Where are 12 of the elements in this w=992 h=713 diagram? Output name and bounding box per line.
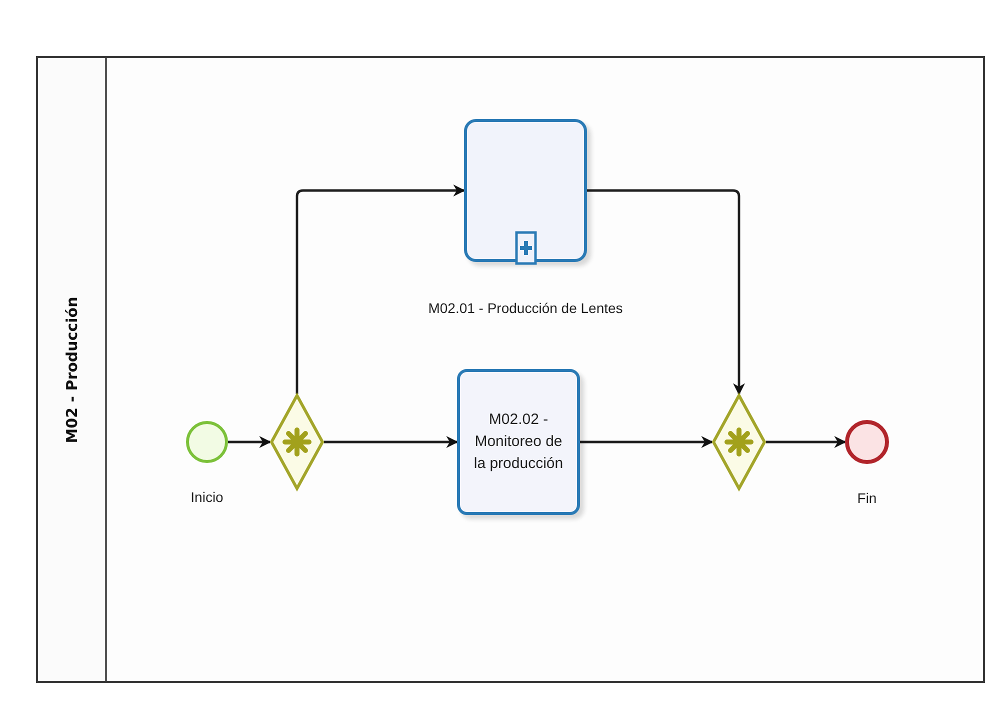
sequence-flow-arrow	[766, 436, 846, 448]
pool-frame	[36, 56, 985, 683]
event-label: Fin	[857, 490, 877, 506]
sequence-flow-arrow	[587, 189, 745, 396]
pool-title: M02 - Producción	[62, 296, 80, 443]
event-label: Inicio	[190, 489, 224, 505]
sequence-flow-arrow	[296, 184, 466, 394]
subprocess-label: M02.01 - Producción de Lentes	[428, 300, 623, 316]
sequence-flow-arrow	[228, 436, 272, 448]
sequence-flow-arrow	[580, 436, 714, 448]
task-box: M02.02 - Monitoreo de la producción	[457, 369, 580, 515]
sequence-flow-arrow	[324, 436, 458, 448]
